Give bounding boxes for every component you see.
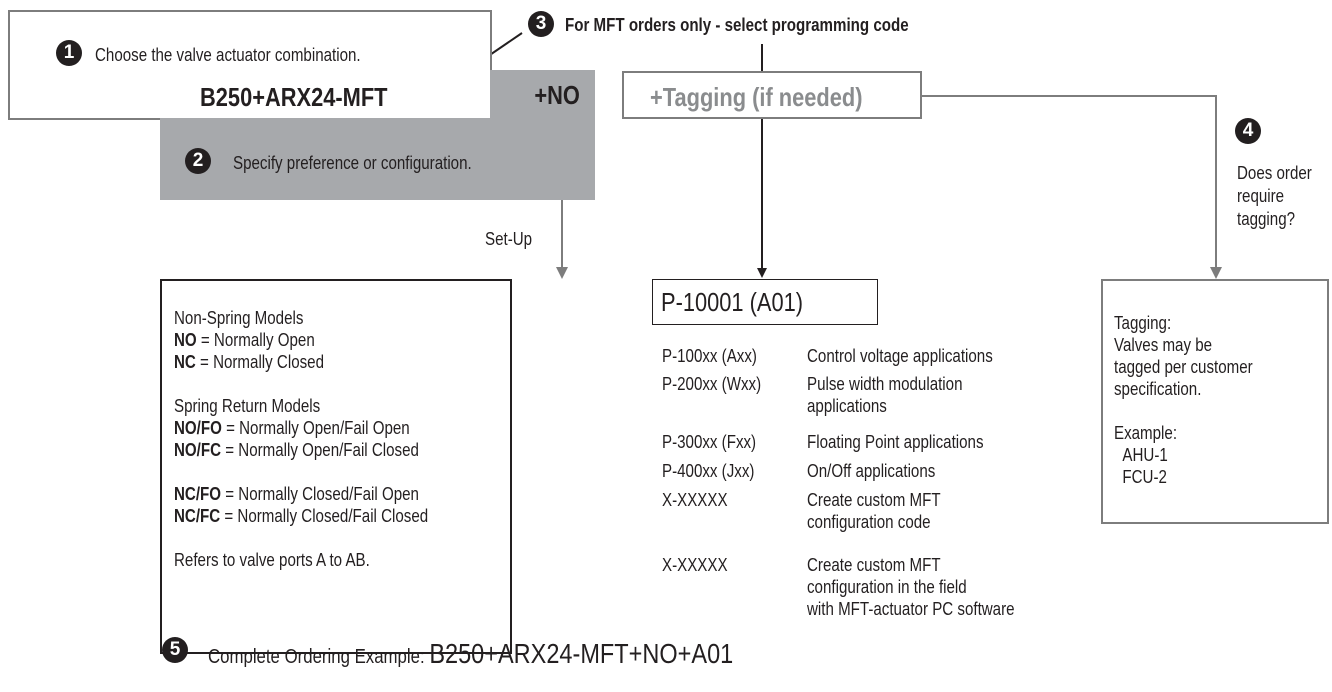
setup-content: Non-Spring Models NO = Normally Open NC …: [174, 308, 429, 570]
tagging-info-content: Tagging: Valves may be tagged per custom…: [1114, 313, 1253, 487]
pcode-row-3-desc: Floating Point applications: [807, 432, 984, 452]
tagging-title: Tagging:: [1114, 313, 1172, 333]
step2-badge: 2: [185, 148, 211, 174]
tagging-cell: [622, 71, 922, 119]
tagging-example-label: Example:: [1114, 423, 1178, 443]
tagging-code: +Tagging (if needed): [650, 82, 863, 112]
setup-label: Set-Up: [485, 229, 533, 249]
setup-box: [160, 279, 512, 654]
pcode-row-1-desc: Control voltage applications: [807, 346, 993, 366]
non-spring-title: Non-Spring Models: [174, 308, 304, 328]
step5-text: Complete Ordering Example: B250+ARX24-MF…: [208, 638, 734, 669]
setup-note: Refers to valve ports A to AB.: [174, 550, 370, 570]
pcode-row-3-code: P-300xx (Fxx): [662, 432, 757, 452]
pcode-row-5-desc: Create custom MFT configuration code: [807, 490, 941, 532]
pcode-row-5-code: X-XXXXX: [662, 490, 728, 510]
step1-text: Choose the valve actuator combination.: [95, 45, 361, 65]
pcode-row-2-desc: Pulse width modulation applications: [807, 374, 963, 416]
step4-text: Does order require tagging?: [1237, 163, 1312, 229]
programming-example-box: [652, 279, 878, 325]
tagging-arrow: [922, 95, 1222, 279]
model-cell: [10, 70, 490, 118]
model-code: B250+ARX24-MFT: [200, 82, 388, 112]
spring-title: Spring Return Models: [174, 396, 321, 416]
pcode-row-1-code: P-100xx (Axx): [662, 346, 757, 366]
step1-badge: 1: [56, 40, 82, 66]
tagging-info-box: [1101, 279, 1329, 524]
pcode-row-6-desc: Create custom MFT configuration in the f…: [807, 555, 1015, 619]
ordering-example: B250+ARX24-MFT+NO+A01: [429, 638, 734, 669]
option-code: +NO: [534, 80, 580, 110]
programming-example-code: P-10001 (A01): [661, 287, 804, 317]
step2-text: Specify preference or configuration.: [233, 153, 472, 173]
pcode-row-2-code: P-200xx (Wxx): [662, 374, 762, 394]
step3-badge: 3: [528, 11, 554, 37]
step4-badge: 4: [1235, 118, 1261, 144]
pcode-row-4-code: P-400xx (Jxx): [662, 461, 755, 481]
pcode-row-6-code: X-XXXXX: [662, 555, 728, 575]
step3-text: For MFT orders only - select programming…: [565, 15, 909, 35]
step5-badge: 5: [162, 637, 188, 663]
pcode-row-4-desc: On/Off applications: [807, 461, 936, 481]
